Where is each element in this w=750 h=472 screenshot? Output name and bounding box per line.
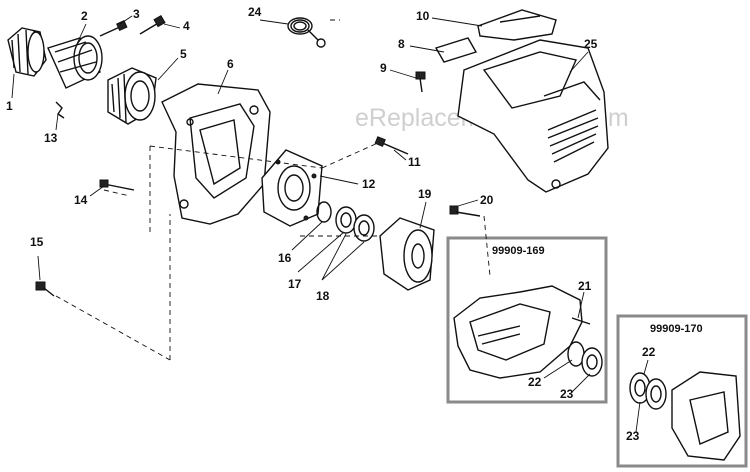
- inset-169-box: [446, 236, 608, 404]
- callout-18: 18: [316, 289, 330, 303]
- callout-25: 25: [584, 37, 598, 51]
- callout-8: 8: [398, 37, 405, 51]
- callout-20: 20: [480, 193, 494, 207]
- part-2-sleeve: [47, 35, 103, 89]
- callout-6: 6: [227, 57, 234, 71]
- part-16-ring: [316, 201, 332, 223]
- callout-17: 17: [288, 277, 302, 291]
- callout-11: 11: [408, 155, 421, 169]
- leader-lines: [11, 15, 649, 433]
- part-12-housing: [261, 149, 323, 227]
- callout-1: 1: [6, 99, 13, 113]
- part-13-clip: [55, 101, 65, 119]
- part-24-spring: [287, 17, 326, 48]
- callout-12: 12: [362, 177, 376, 191]
- part-18-bearing: [353, 214, 375, 242]
- part-4-screw: [139, 14, 166, 35]
- part-9-screw: [415, 71, 426, 93]
- inset-170-label: 99909-170: [650, 323, 703, 335]
- part-8-label: [434, 37, 478, 63]
- callout-10: 10: [416, 9, 430, 23]
- part-11-screw: [374, 136, 409, 155]
- part-15-screw: [35, 281, 55, 297]
- part-17-bearing: [335, 206, 357, 234]
- inset-170-box: [616, 314, 748, 468]
- inset-169-label: 99909-169: [492, 245, 545, 257]
- callout-22-a: 22: [528, 375, 542, 389]
- callout-5: 5: [180, 47, 187, 61]
- callout-labels: 1 2 3 4 5 6 8 9 10 11 12 13 14 15 16 17 …: [6, 5, 656, 443]
- callout-24: 24: [248, 5, 262, 19]
- part-5-ring: [107, 67, 157, 125]
- assembly-lines: [55, 19, 491, 361]
- part-19-drum: [379, 217, 435, 291]
- callout-9: 9: [380, 61, 387, 75]
- callout-3: 3: [133, 7, 140, 21]
- callout-4: 4: [183, 19, 190, 33]
- callout-21: 21: [578, 279, 592, 293]
- callout-15: 15: [30, 235, 44, 249]
- callout-16: 16: [278, 251, 292, 265]
- callout-23-a: 23: [560, 387, 574, 401]
- part-1-nut: [7, 27, 47, 77]
- callout-14: 14: [74, 193, 88, 207]
- part-10-cap: [477, 9, 557, 41]
- part-20-screw: [449, 205, 481, 217]
- part-14-screw: [99, 179, 135, 191]
- callout-2: 2: [81, 9, 88, 23]
- part-3-screw: [99, 20, 128, 37]
- part-25-cover: [457, 39, 609, 193]
- callout-13: 13: [44, 131, 58, 145]
- callout-22-b: 22: [642, 345, 656, 359]
- callout-23-b: 23: [626, 429, 640, 443]
- callout-19: 19: [418, 187, 432, 201]
